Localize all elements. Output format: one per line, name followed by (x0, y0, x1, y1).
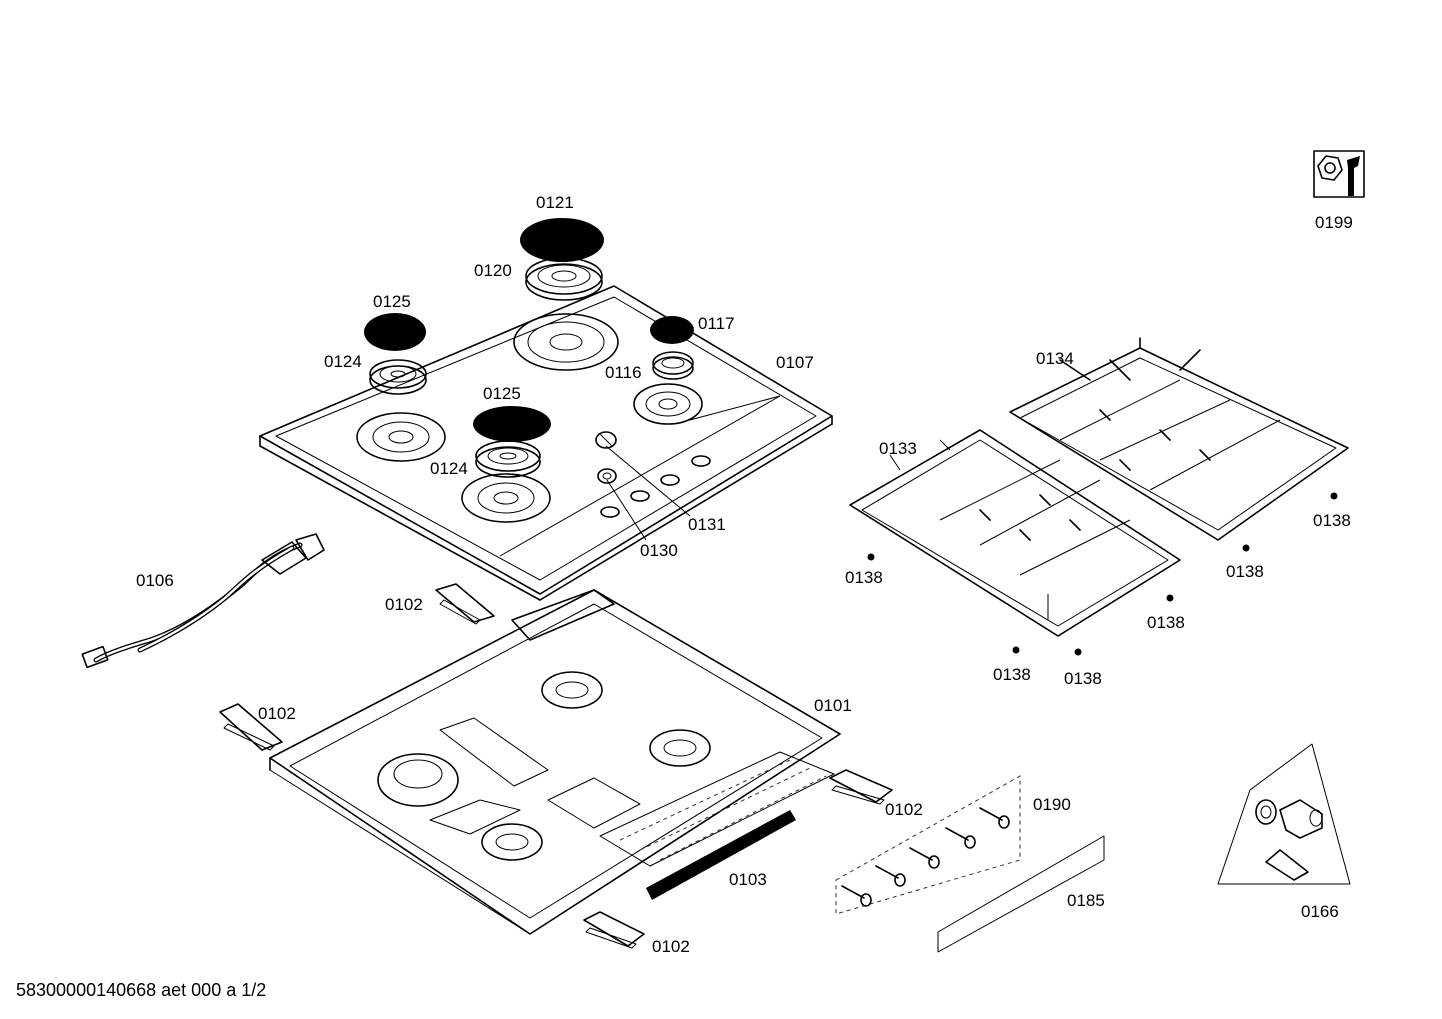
label-0166: 0166 (1301, 902, 1339, 921)
rating-plate (937, 835, 1105, 953)
label-0138-f: 0138 (1064, 669, 1102, 688)
label-0134: 0134 (1036, 349, 1074, 368)
burner-cap-small (650, 316, 694, 380)
label-0102-a: 0102 (385, 595, 423, 614)
label-0116: 0116 (605, 363, 642, 382)
label-0130: 0130 (640, 541, 678, 560)
bottom-tray (269, 589, 841, 935)
fixing-clip-top (435, 583, 495, 625)
label-0102-b: 0102 (258, 704, 296, 723)
seal-strip (646, 810, 796, 900)
label-0138-d: 0138 (1147, 613, 1185, 632)
label-0138-b: 0138 (1313, 511, 1351, 530)
label-0199: 0199 (1315, 213, 1353, 232)
screw-set (835, 775, 1021, 915)
label-0120: 0120 (474, 261, 512, 280)
label-0125-bottom: 0125 (483, 384, 521, 403)
label-0121: 0121 (536, 193, 574, 212)
label-0138-c: 0138 (1226, 562, 1264, 581)
label-0131: 0131 (688, 515, 726, 534)
pan-support-left (849, 429, 1181, 637)
conversion-kit (1217, 743, 1351, 885)
label-0124-bottom: 0124 (430, 459, 468, 478)
pan-support-right (1009, 337, 1349, 541)
label-0185: 0185 (1067, 891, 1105, 910)
fixing-clip-right (829, 769, 893, 805)
label-0107: 0107 (776, 353, 814, 372)
label-0138-e: 0138 (993, 665, 1031, 684)
hob-top-panel (259, 285, 833, 601)
label-0101: 0101 (814, 696, 852, 715)
label-0102-d: 0102 (652, 937, 690, 956)
fixing-clip-left (219, 703, 283, 751)
burner-cap-front (473, 406, 551, 478)
label-0124-top: 0124 (324, 352, 362, 371)
burner-cap-left (364, 313, 427, 395)
label-0117: 0117 (698, 314, 735, 333)
label-0190: 0190 (1033, 795, 1071, 814)
rubber-feet (867, 492, 1338, 656)
fixing-clip-bottom (583, 911, 645, 949)
leader-lines (605, 445, 691, 541)
label-0125-top: 0125 (373, 292, 411, 311)
label-0133: 0133 (879, 439, 917, 458)
drawing-number: 58300000140668 aet 000 a 1/2 (16, 980, 267, 1000)
label-0138-a: 0138 (845, 568, 883, 587)
label-0103: 0103 (729, 870, 767, 889)
label-0106: 0106 (136, 571, 174, 590)
part-labels: 0199 0121 0120 0125 0117 0124 0116 0107 … (136, 193, 1353, 956)
power-cord (81, 533, 325, 669)
service-tool-icon (1313, 150, 1365, 198)
label-0102-c: 0102 (885, 800, 923, 819)
burner-cap-large (520, 218, 604, 301)
